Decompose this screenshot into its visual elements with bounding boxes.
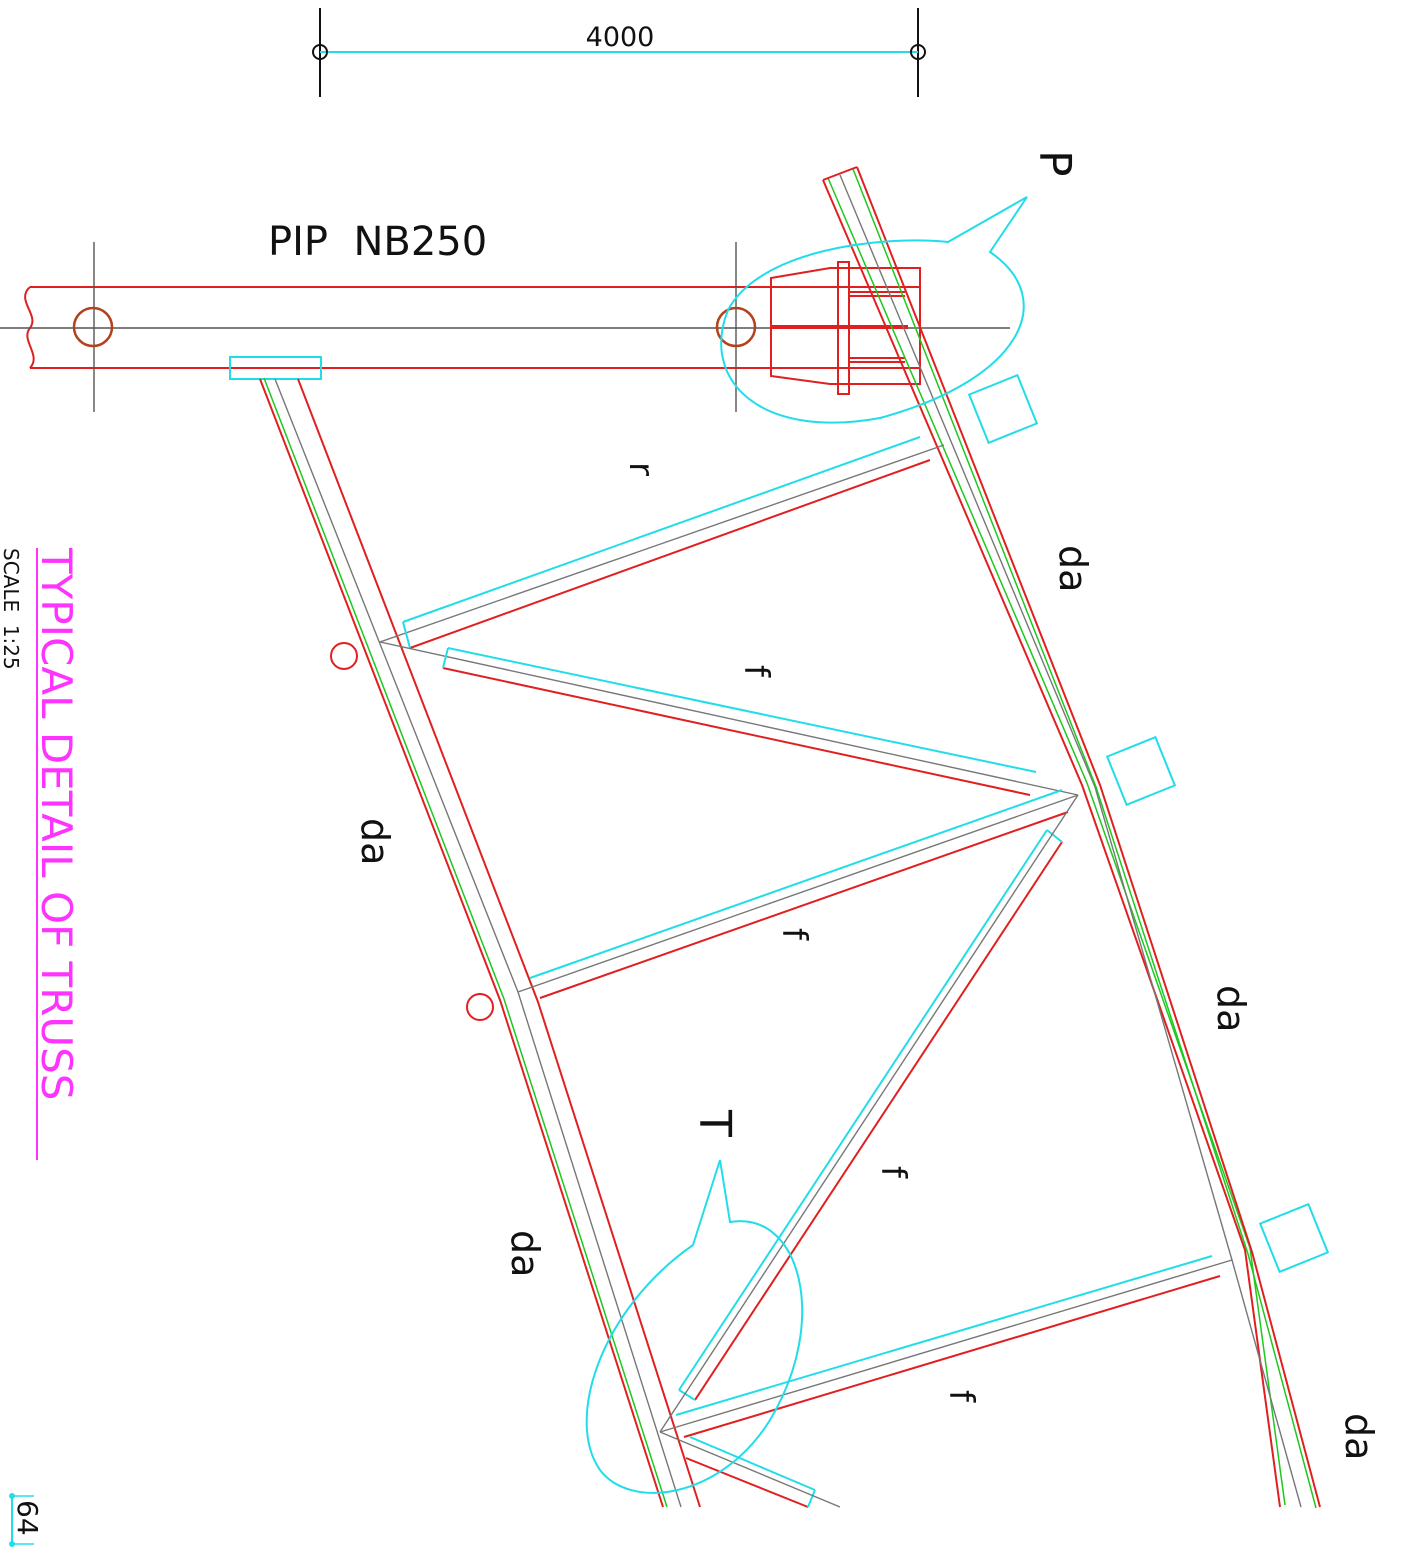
web-member-f3 <box>659 794 1079 1433</box>
label-f-2: f <box>774 928 814 941</box>
purlin-square-1 <box>967 373 1039 445</box>
web-member-f2 <box>517 789 1079 999</box>
dimension-text: 4000 <box>586 22 655 53</box>
pipe-label: PIP NB250 <box>268 219 487 265</box>
member-labels: da da da da da r f f f f <box>353 462 1381 1460</box>
purlin-square-2 <box>1105 735 1177 807</box>
pipe-support-circle-left <box>72 306 114 348</box>
label-da-bottom-1: da <box>353 818 397 865</box>
bottom-chord-circle-2 <box>466 993 494 1021</box>
sheet-number: 64 <box>11 1500 44 1536</box>
web-member-r <box>379 436 945 649</box>
callout-p-label: P <box>1029 150 1080 177</box>
pipe-support-circle-right <box>715 306 757 348</box>
label-da-top-1: da <box>1051 545 1095 592</box>
purlin-square-3 <box>1258 1202 1330 1274</box>
bottom-chord <box>259 377 701 1508</box>
pipe-nb250: PIP NB250 <box>0 219 1010 412</box>
callout-t: T <box>585 1109 804 1494</box>
web-member-lower-stub <box>659 1431 841 1508</box>
label-f-4: f <box>941 1390 981 1403</box>
label-r: r <box>621 462 661 476</box>
web-member-f4 <box>659 1255 1233 1438</box>
label-da-bottom-2: da <box>503 1230 547 1277</box>
title-block: TYPICAL DETAIL OF TRUSS SCALE 1:25 <box>0 547 81 1160</box>
label-f-3: f <box>873 1166 913 1179</box>
bottom-chord-circle-1 <box>330 642 358 670</box>
drawing-scale: SCALE 1:25 <box>0 548 23 670</box>
callout-p: P <box>720 150 1080 424</box>
callout-t-label: T <box>689 1109 740 1137</box>
label-da-top-3: da <box>1337 1413 1381 1460</box>
top-chord <box>822 166 1321 1509</box>
label-f-1: f <box>736 665 776 678</box>
sheet-number-marker: 64 <box>9 1493 44 1547</box>
drawing-title: TYPICAL DETAIL OF TRUSS <box>32 547 81 1100</box>
label-da-top-2: da <box>1209 985 1253 1032</box>
dimension-4000: 4000 <box>312 8 926 97</box>
web-member-f1 <box>379 641 1079 796</box>
